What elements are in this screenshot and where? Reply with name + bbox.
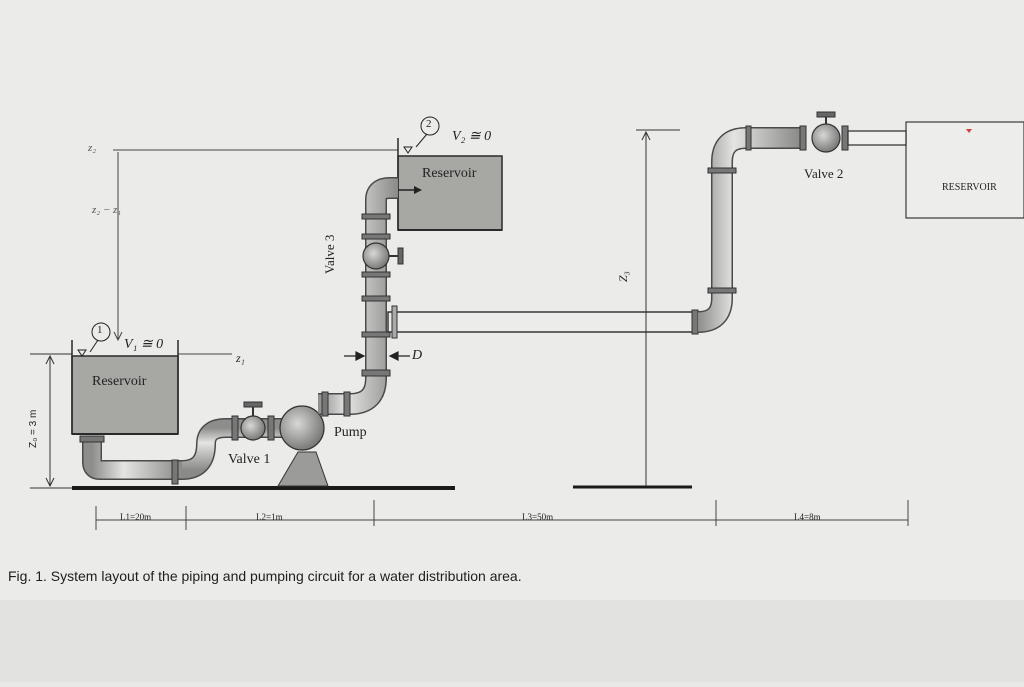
v1-label: V₁ ≅ 0 (124, 337, 164, 352)
pipe-l3 (387, 305, 699, 339)
z0-label: Z₀ = 3 m (28, 409, 39, 448)
length-l2-label: L2=1m (256, 512, 283, 522)
z1-label: z₁ (236, 351, 245, 365)
pipe-to-right-reservoir (847, 130, 907, 146)
pump-label: Pump (334, 425, 367, 440)
pipe-l1 (79, 435, 182, 485)
valve-1-body (231, 401, 275, 441)
point-2-number: 2 (426, 118, 432, 130)
z3-dimension (636, 129, 680, 486)
right-reservoir (905, 121, 1024, 219)
pipe-l4 (697, 125, 800, 333)
point-1-number: 1 (97, 324, 103, 336)
figure-caption: Fig. 1. System layout of the piping and … (8, 568, 522, 584)
length-l1-label: L1=20m (120, 512, 152, 522)
valve-2-label: Valve 2 (804, 166, 844, 181)
diameter-arrows (344, 351, 410, 361)
v2-label: V₂ ≅ 0 (452, 129, 492, 144)
diameter-label: D (412, 348, 423, 363)
valve-1-label: Valve 1 (228, 452, 271, 467)
z3-label: Z₃ (616, 271, 630, 282)
left-reservoir (71, 322, 179, 435)
upper-reservoir (392, 116, 503, 231)
valve-3-label: Valve 3 (322, 234, 337, 274)
upper-reservoir-label: Reservoir (422, 166, 477, 181)
valve-2-body (799, 111, 849, 153)
right-reservoir-label: RESERVOIR (942, 182, 997, 193)
z2-dimension-lines (113, 149, 398, 355)
z0-dimension (30, 353, 72, 489)
valve-3-body (362, 242, 404, 270)
pump-body (277, 405, 329, 487)
z2-label: z₂ (88, 142, 97, 154)
left-reservoir-label: Reservoir (92, 374, 147, 389)
length-l4-label: L4=8m (794, 512, 821, 522)
length-l3-label: L3=50m (522, 512, 554, 522)
pipe-l2 (181, 418, 290, 480)
length-dimension-line (95, 500, 909, 530)
pipe-riser (318, 177, 398, 417)
z2-z1-label: z₂ − z₁ (92, 204, 122, 216)
